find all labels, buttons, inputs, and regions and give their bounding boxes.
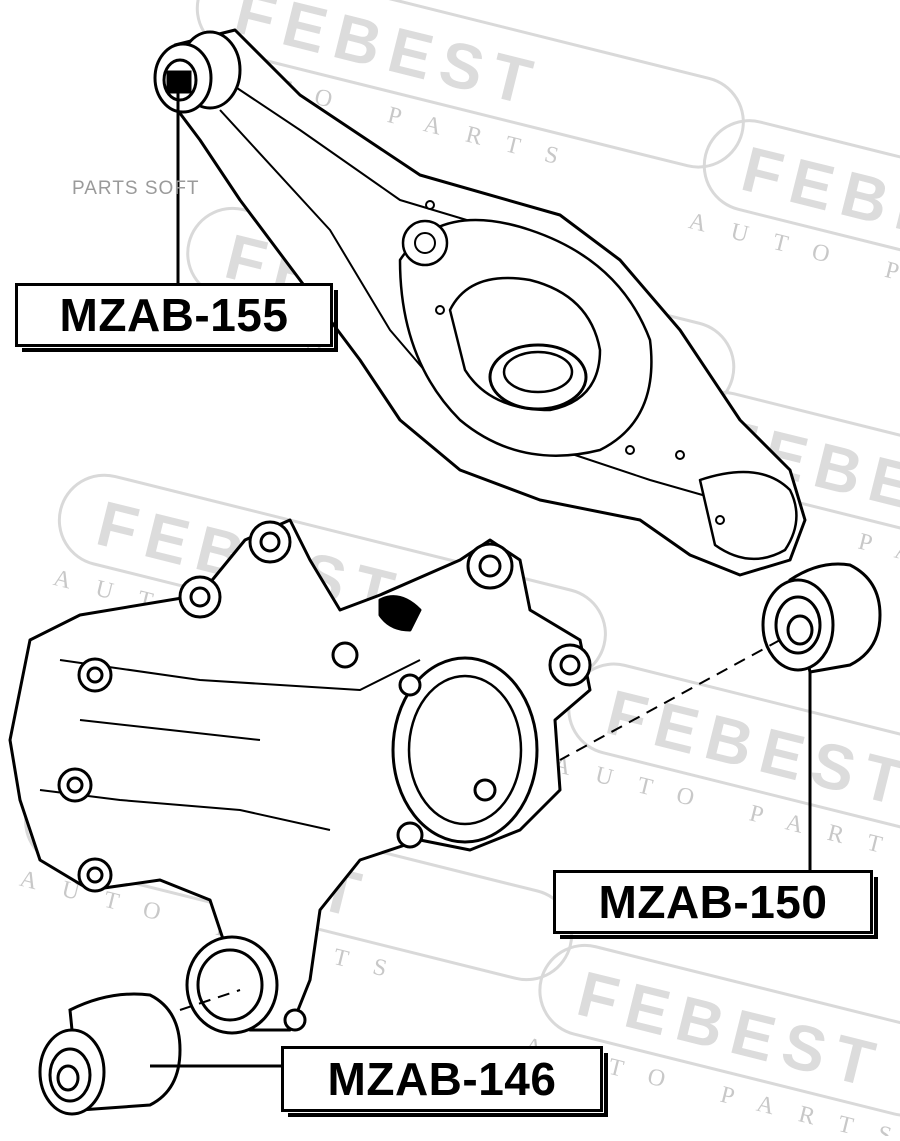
rear-knuckle: [8, 518, 592, 1032]
watermark-logo: [538, 943, 900, 1117]
part-label-mzab-155: MZAB-155: [15, 283, 338, 352]
leader-lines: [150, 90, 812, 1068]
part-label-mzab-146: MZAB-146: [281, 1046, 608, 1117]
parts-soft-overlay: PARTS SOFT: [72, 178, 200, 199]
alignment-lines: [179, 639, 781, 1011]
bushing-mzab-150: [761, 562, 882, 674]
bushing-mzab-155: [153, 30, 242, 114]
lower-control-arm: [168, 28, 807, 577]
part-label-mzab-150: MZAB-150: [553, 870, 878, 939]
watermark-logo: [195, 0, 745, 169]
bushing-mzab-146: [38, 992, 182, 1116]
knuckle-bushing-eye: [185, 935, 279, 1035]
watermark-logo: [702, 119, 900, 293]
